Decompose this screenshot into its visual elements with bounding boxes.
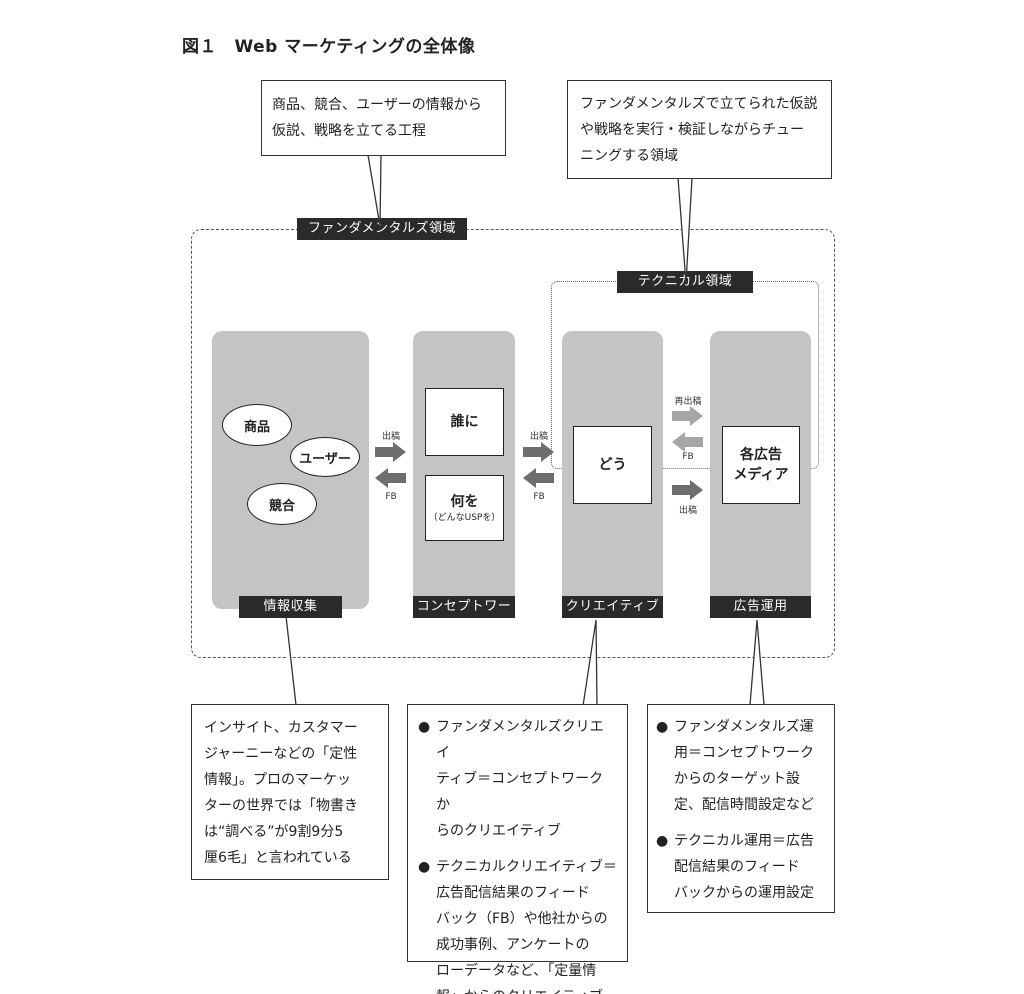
arrow-out-1-label: 出稿 bbox=[381, 432, 400, 442]
callout-fundamentals-text: 商品、競合、ユーザーの情報から 仮説、戦略を立てる工程 bbox=[272, 97, 482, 139]
creative-label: クリエイティブ bbox=[562, 596, 663, 618]
ad-media-box-text: 各広告 メディア bbox=[733, 447, 789, 483]
what-box-text: 何を bbox=[450, 494, 479, 510]
arrow-out-2 bbox=[523, 442, 554, 462]
arrow-fb-3-label: FB bbox=[682, 452, 694, 462]
ads-tail-fill bbox=[750, 620, 764, 705]
how-box: どう bbox=[573, 426, 652, 504]
creative-tail bbox=[582, 619, 598, 707]
arrow-out-2-label: 出稿 bbox=[529, 432, 548, 442]
arrow-fb-2-label: FB bbox=[533, 492, 545, 502]
concept-work-column bbox=[413, 331, 515, 609]
arrow-fb-2 bbox=[523, 468, 554, 488]
figure-title: 図１ Web マーケティングの全体像 bbox=[182, 37, 476, 57]
how-box-text: どう bbox=[598, 457, 627, 473]
top-right-tail bbox=[677, 177, 693, 284]
concept-work-label: コンセプトワーク bbox=[413, 596, 515, 636]
callout-technical-text: ファンダメンタルズで立てられた仮説 や戦略を実行・検証しながらチュー ニングする… bbox=[580, 96, 818, 164]
ad-operation-label: 広告運用 bbox=[710, 596, 811, 618]
info-gathering-label: 情報収集 bbox=[239, 596, 342, 618]
product-ellipse: 商品 bbox=[222, 404, 292, 446]
competitor-ellipse: 競合 bbox=[247, 483, 317, 525]
callout-ad-operation: ファンダメンタルズ運 用＝コンセプトワーク からのターゲット設 定、配信時間設定… bbox=[647, 704, 835, 913]
what-box: 何を （どんなUSPを） bbox=[425, 475, 504, 541]
top-left-tail bbox=[367, 154, 382, 227]
user-ellipse: ユーザー bbox=[290, 437, 360, 477]
ads-tail bbox=[749, 619, 765, 706]
arrow-re-out-label: 再出稿 bbox=[674, 397, 702, 407]
technical-region-label: テクニカル領域 bbox=[617, 271, 753, 293]
arrow-out-3 bbox=[672, 480, 703, 500]
arrow-out-1 bbox=[375, 442, 406, 462]
callout-creative-item-1: ファンダメンタルズクリエイ ティブ＝コンセプトワークか らのクリエイティブ bbox=[418, 714, 617, 844]
callout-creative-item-2: テクニカルクリエイティブ＝ 広告配信結果のフィード バック（FB）や他社からの … bbox=[418, 854, 617, 994]
arrow-out-3-label: 出稿 bbox=[678, 506, 697, 516]
what-box-sub: （どんなUSPを） bbox=[428, 513, 501, 523]
arrow-fb-3 bbox=[672, 432, 703, 452]
fundamentals-region-label: ファンダメンタルズ領域 bbox=[297, 218, 467, 240]
info-tail bbox=[285, 615, 297, 706]
callout-info-gathering-text: インサイト、カスタマー ジャーニーなどの「定性 情報」。プロのマーケッ ターの世… bbox=[204, 720, 358, 866]
who-box-text: 誰に bbox=[450, 414, 479, 430]
arrow-fb-1-label: FB bbox=[385, 492, 397, 502]
callout-info-gathering: インサイト、カスタマー ジャーニーなどの「定性 情報」。プロのマーケッ ターの世… bbox=[191, 704, 389, 880]
callout-technical: ファンダメンタルズで立てられた仮説 や戦略を実行・検証しながらチュー ニングする… bbox=[567, 80, 832, 179]
who-box: 誰に bbox=[425, 388, 504, 456]
ad-media-box: 各広告 メディア bbox=[722, 426, 800, 504]
arrow-re-out bbox=[672, 406, 703, 426]
arrow-fb-1 bbox=[375, 468, 406, 488]
callout-ad-operation-item-1: ファンダメンタルズ運 用＝コンセプトワーク からのターゲット設 定、配信時間設定… bbox=[656, 714, 826, 818]
callout-ad-operation-item-2: テクニカル運用＝広告 配信結果のフィード バックからの運用設定 bbox=[656, 828, 826, 906]
callout-fundamentals: 商品、競合、ユーザーの情報から 仮説、戦略を立てる工程 bbox=[261, 80, 506, 156]
top-right-tail-fill bbox=[678, 178, 692, 283]
callout-creative: ファンダメンタルズクリエイ ティブ＝コンセプトワークか らのクリエイティブ テク… bbox=[407, 704, 628, 994]
fundamentals-region bbox=[191, 229, 835, 658]
